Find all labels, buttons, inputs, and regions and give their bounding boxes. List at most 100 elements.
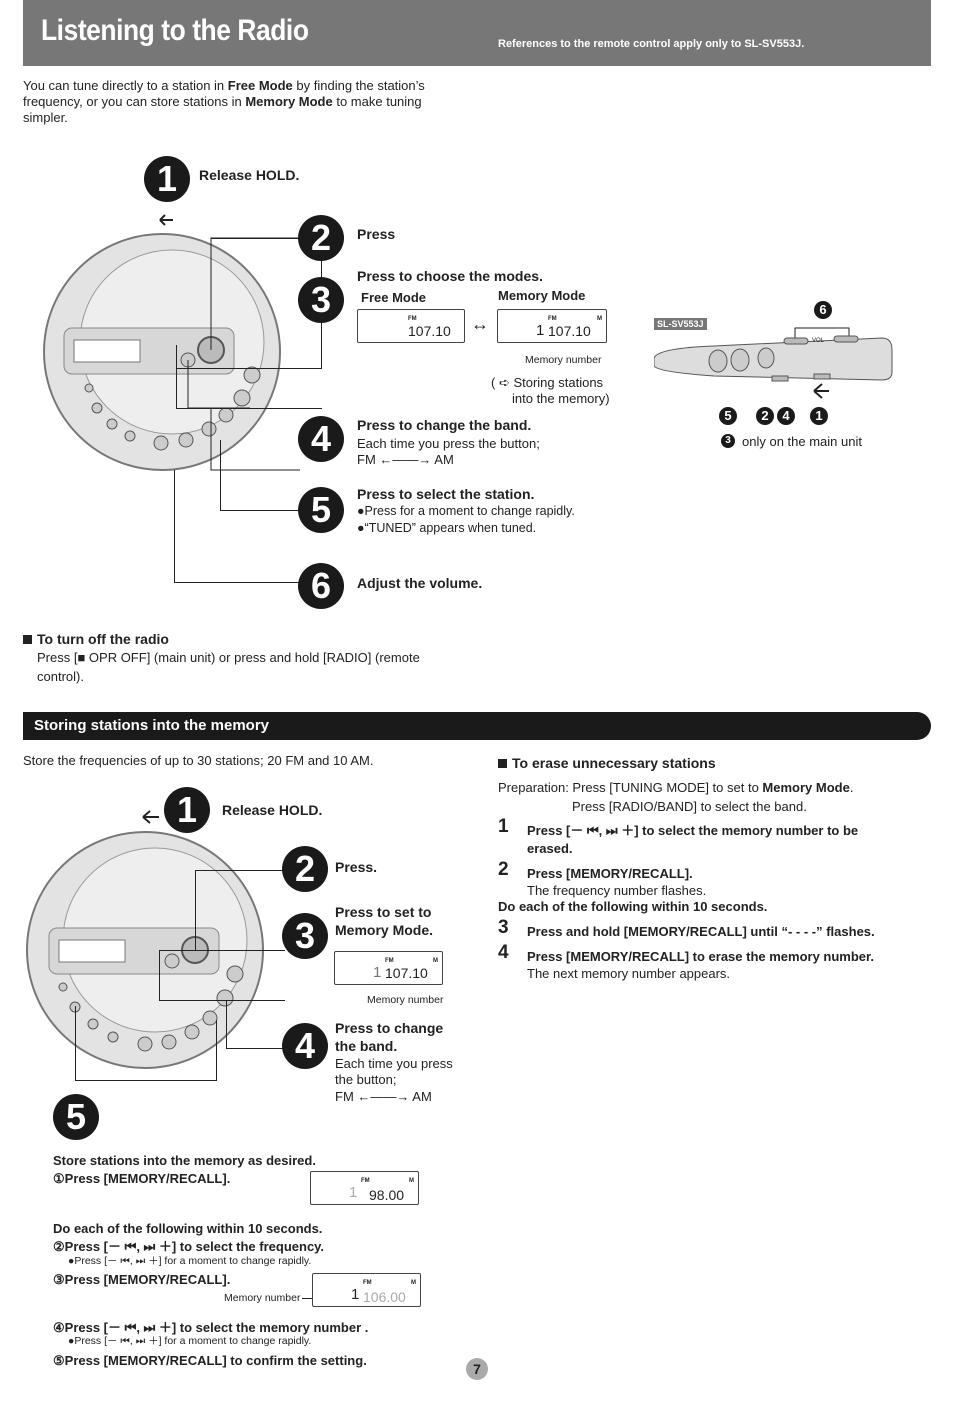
step-text: Press to change bbox=[335, 1020, 444, 1036]
vol-label: VOL bbox=[812, 338, 825, 344]
button bbox=[201, 421, 217, 437]
intro-part: simpler. bbox=[23, 110, 68, 125]
turn-off-title-text: To turn off the radio bbox=[37, 631, 169, 647]
leader-line bbox=[75, 1080, 217, 1081]
cd-player-illustration bbox=[26, 810, 264, 1069]
square-bullet-icon bbox=[23, 635, 32, 644]
erase-step: Press [MEMORY/RECALL] to erase the memor… bbox=[527, 949, 874, 964]
lcd-memory-digit: 1 bbox=[536, 322, 545, 339]
leader-line bbox=[216, 1020, 217, 1080]
lcd-fm: FM bbox=[408, 316, 417, 322]
button bbox=[107, 1031, 119, 1043]
lcd-m: M bbox=[411, 1280, 416, 1286]
section-title: Storing stations into the memory bbox=[34, 717, 270, 734]
leader-line bbox=[210, 408, 300, 471]
cd-player-illustration bbox=[43, 214, 300, 471]
intro-bold: Free Mode bbox=[227, 78, 293, 93]
button bbox=[91, 402, 103, 414]
remote-note: References to the remote control apply o… bbox=[498, 38, 805, 50]
step-number: 1 bbox=[144, 156, 190, 202]
step-text: Release HOLD. bbox=[199, 167, 300, 183]
step-number: 5 bbox=[53, 1094, 99, 1140]
erase-step-number: 3 bbox=[498, 917, 509, 938]
page-number: 7 bbox=[466, 1358, 488, 1380]
step-text: Press to set to bbox=[335, 904, 432, 920]
remote-button bbox=[833, 335, 859, 343]
lcd-memory-mode: FM M 1 107.10 bbox=[334, 951, 443, 985]
intro-text: You can tune directly to a station in Fr… bbox=[23, 78, 453, 126]
erase-prep-bold: Memory Mode bbox=[762, 780, 850, 795]
memory-mode-label: Memory Mode bbox=[498, 288, 586, 303]
lcd-memory-mode: FM M 1 107.10 bbox=[497, 309, 607, 343]
step-number: 6 bbox=[298, 563, 344, 609]
lcd-memory-digit: 1 bbox=[351, 1286, 360, 1303]
lcd-m: M bbox=[433, 958, 438, 964]
remote-number: 5 bbox=[719, 407, 737, 425]
leader-line bbox=[176, 368, 322, 369]
lcd-memory-digit: 1 bbox=[373, 964, 382, 981]
remote-button bbox=[708, 349, 728, 373]
turn-off-text: control). bbox=[37, 669, 84, 684]
button bbox=[233, 389, 251, 407]
button bbox=[58, 982, 68, 992]
lcd-frequency: 106.00 bbox=[363, 1289, 406, 1305]
intro-part: to make tuning bbox=[332, 94, 422, 109]
lcd-frequency: 107.10 bbox=[408, 323, 451, 339]
storing-reference: ( ➪ Storing stations bbox=[491, 375, 604, 390]
lcd-memory-digit: 1 bbox=[349, 1184, 358, 1201]
lcd-frequency: 98.00 bbox=[369, 1187, 405, 1203]
step-detail: ●“TUNED” appears when tuned. bbox=[357, 521, 537, 535]
button bbox=[164, 953, 180, 969]
button bbox=[153, 435, 169, 451]
step-number: 3 bbox=[298, 277, 344, 323]
step-text: Release HOLD. bbox=[222, 802, 323, 818]
step-text: Press bbox=[357, 226, 396, 242]
page-title: Listening to the Radio bbox=[41, 14, 309, 47]
section-intro: Store the frequencies of up to 30 statio… bbox=[23, 753, 374, 768]
erase-step: Press [－ ⏮, ⏭ ＋] to select the memory nu… bbox=[527, 823, 859, 838]
step-detail: the button; bbox=[335, 1072, 397, 1087]
lcd-fm: FM bbox=[548, 316, 557, 322]
step-text: Memory Mode. bbox=[335, 922, 434, 938]
button bbox=[243, 366, 261, 384]
step-text: Press to select the station. bbox=[357, 486, 535, 502]
remote-button bbox=[757, 347, 775, 369]
step-text: Adjust the volume. bbox=[357, 575, 483, 591]
lcd-free-mode: FM 107.10 bbox=[357, 309, 465, 343]
erase-note: The next memory number appears. bbox=[527, 966, 731, 981]
substep-note: ●Press [－ ⏮, ⏭ ＋] for a moment to change… bbox=[68, 1335, 312, 1347]
lcd-frequency: 107.10 bbox=[385, 965, 428, 981]
step-detail: Each time you press bbox=[335, 1056, 453, 1071]
leader-line bbox=[176, 408, 322, 409]
memory-number-caption: Memory number bbox=[525, 354, 602, 366]
remote-button bbox=[783, 337, 809, 345]
step-text: the band. bbox=[335, 1038, 398, 1054]
erase-step: Press and hold [MEMORY/RECALL] until “- … bbox=[527, 924, 875, 939]
step-detail: ●Press for a moment to change rapidly. bbox=[357, 504, 575, 518]
button bbox=[216, 989, 234, 1007]
substep: ②Press [－ ⏮, ⏭ ＋] to select the frequenc… bbox=[53, 1239, 325, 1254]
intro-part: by finding the station’s bbox=[292, 78, 425, 93]
button bbox=[87, 1018, 99, 1030]
erase-prep: Preparation: Press [TUNING MODE] to set … bbox=[498, 780, 853, 796]
leader-line bbox=[174, 470, 175, 582]
display-window bbox=[58, 939, 126, 963]
erase-prep: Press [RADIO/BAND] to select the band. bbox=[572, 799, 807, 814]
erase-title-text: To erase unnecessary stations bbox=[512, 755, 716, 771]
remote-label: SL-SV553J bbox=[654, 318, 707, 330]
lcd-frequency: 107.10 bbox=[548, 323, 591, 339]
button bbox=[84, 383, 94, 393]
lcd-fm: FM bbox=[361, 1178, 370, 1184]
step-number: 2 bbox=[282, 846, 328, 892]
header-bar: Listening to the Radio References to the… bbox=[23, 0, 931, 66]
storing-reference: into the memory) bbox=[512, 391, 610, 406]
button bbox=[137, 1036, 153, 1052]
erase-within: Do each of the following within 10 secon… bbox=[498, 899, 768, 914]
remote-button bbox=[813, 373, 831, 380]
erase-prep-part: . bbox=[849, 780, 854, 795]
remote-number: 1 bbox=[810, 407, 828, 425]
button bbox=[124, 430, 136, 442]
button bbox=[226, 965, 244, 983]
leader-line bbox=[75, 1006, 76, 1080]
leader-line bbox=[159, 950, 285, 951]
